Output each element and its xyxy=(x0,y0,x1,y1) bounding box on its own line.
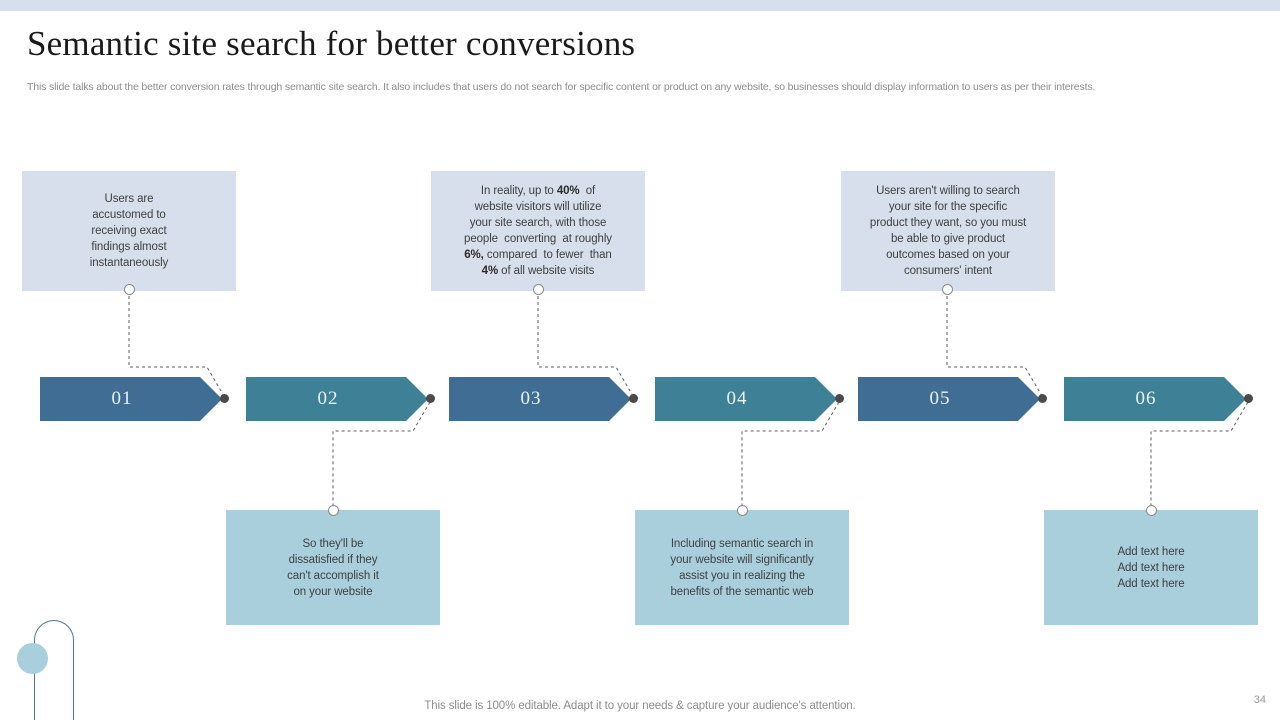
decorative-circle xyxy=(17,643,48,674)
page-subtitle: This slide talks about the better conver… xyxy=(27,81,1096,93)
info-box-text-06: Add text here Add text here Add text her… xyxy=(1117,545,1185,590)
footer-note: This slide is 100% editable. Adapt it to… xyxy=(424,700,856,712)
info-box-text-03: In reality, up to 40% of website visitor… xyxy=(464,183,612,279)
info-box-step-01[interactable]: Users are accustomed to receiving exact … xyxy=(22,171,236,291)
info-box-text-04: Including semantic search in your websit… xyxy=(670,537,814,598)
step-number-01: 01 xyxy=(111,388,133,409)
connector-node-02 xyxy=(328,505,339,516)
step-tip-dot-06 xyxy=(1244,394,1253,403)
step-chevron-06[interactable]: 06 xyxy=(1064,377,1246,421)
info-box-step-03[interactable]: In reality, up to 40% of website visitor… xyxy=(431,171,645,291)
line-03-0: In reality, up to 40% of xyxy=(480,185,596,197)
info-box-step-02[interactable]: So they'll be dissatisfied if they can't… xyxy=(226,510,440,625)
step-tip-dot-05 xyxy=(1038,394,1047,403)
line-03-1: website visitors will utilize xyxy=(474,201,602,213)
connector-node-06 xyxy=(1146,505,1157,516)
step-chevron-05[interactable]: 05 xyxy=(858,377,1040,421)
step-tip-dot-04 xyxy=(835,394,844,403)
step-tip-dot-02 xyxy=(426,394,435,403)
page-title: Semantic site search for better conversi… xyxy=(27,24,636,63)
connector-node-05 xyxy=(942,284,953,295)
info-box-text-02: So they'll be dissatisfied if they can't… xyxy=(287,537,379,598)
line-03-2: your site search, with those xyxy=(469,217,607,229)
info-box-text-05: Users aren't willing to search your site… xyxy=(869,185,1027,277)
connector-node-01 xyxy=(124,284,135,295)
step-tip-dot-03 xyxy=(629,394,638,403)
info-box-text-01: Users are accustomed to receiving exact … xyxy=(89,193,169,269)
step-number-04: 04 xyxy=(726,388,748,409)
step-number-05: 05 xyxy=(929,388,951,409)
info-box-step-05[interactable]: Users aren't willing to search your site… xyxy=(841,171,1055,291)
line-03-3: people converting at roughly xyxy=(464,233,612,245)
step-chevron-03[interactable]: 03 xyxy=(449,377,631,421)
info-box-step-04[interactable]: Including semantic search in your websit… xyxy=(635,510,849,625)
step-tip-dot-01 xyxy=(220,394,229,403)
line-03-4: 6%, compared to fewer than xyxy=(464,249,612,261)
connector-node-03 xyxy=(533,284,544,295)
line-03-5: 4% of all website visits xyxy=(481,265,595,277)
step-chevron-01[interactable]: 01 xyxy=(40,377,222,421)
page-number: 34 xyxy=(1253,694,1266,706)
step-number-06: 06 xyxy=(1135,388,1157,409)
top-accent-bar xyxy=(0,0,1280,11)
step-number-03: 03 xyxy=(520,388,542,409)
step-chevron-02[interactable]: 02 xyxy=(246,377,428,421)
step-chevron-04[interactable]: 04 xyxy=(655,377,837,421)
step-number-02: 02 xyxy=(317,388,339,409)
info-box-step-06[interactable]: Add text here Add text here Add text her… xyxy=(1044,510,1258,625)
connector-node-04 xyxy=(737,505,748,516)
